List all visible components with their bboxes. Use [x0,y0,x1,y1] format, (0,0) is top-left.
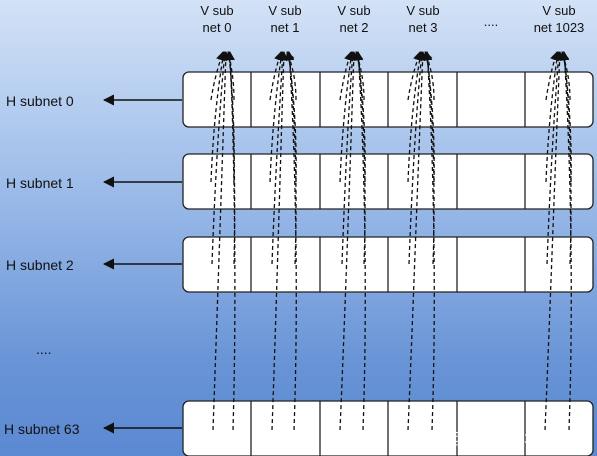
v-subnet-3-line1: V sub [406,3,439,18]
h-subnet-1-label: H subnet 1 [6,175,74,191]
row-box-63 [182,400,594,456]
dashed-arrow-col1-row2 [271,51,288,265]
dashed-arrow-col1023-row2 [546,51,563,265]
h-subnet-ellipsis: .... [36,341,52,357]
v-subnet-headers: V sub net 0 V sub net 1 V sub net 2 V su… [200,3,584,35]
h-subnet-2-label: H subnet 2 [6,257,74,273]
dashed-arrow-col0-d [225,51,236,431]
dashed-arrow-col1-d [285,51,297,431]
dashed-arrow-col3-row1 [407,51,425,183]
dashed-arrow-col1023-row63 [544,51,565,431]
h-subnet-0-label: H subnet 0 [6,93,74,109]
v-subnet-1-line1: V sub [268,3,301,18]
dashed-arrow-col1023-row1 [545,51,562,183]
dashed-arrow-col3-row63 [407,51,428,431]
dashed-arrow-col0-row1 [210,51,228,183]
v-subnet-2-line2: net 2 [340,20,369,35]
v-subnet-3-line2: net 3 [409,20,438,35]
h-subnet-labels: H subnet 0 H subnet 1 H subnet 2 .... H … [4,93,80,437]
row-box-2 [182,236,594,293]
dashed-arrow-col3-row2 [408,51,426,265]
dashed-arrow-col2-row2 [341,51,357,265]
v-subnet-ellipsis: .... [484,14,498,29]
dashed-arrow-col0-row2 [211,51,229,265]
v-subnet-1023-line2: net 1023 [534,20,585,35]
row-box-1 [182,153,594,210]
row-boxes [182,71,594,456]
dashed-arrow-col2-row1 [339,51,356,183]
v-subnet-0-line1: V sub [200,3,233,18]
dashed-arrow-col1-row63 [271,51,289,431]
v-subnet-0-line2: net 0 [203,20,232,35]
dashed-arrow-col3-d [423,51,435,431]
v-subnet-1-line2: net 1 [271,20,300,35]
v-subnet-2-line1: V sub [337,3,370,18]
watermark-text: CSDN @区块链技术研究员 [401,429,584,447]
row-arrows [102,94,182,434]
dashed-arrow-col1-row1 [269,51,286,183]
column-dashed-arrows [210,51,572,431]
dashed-arrow-col2-d [354,51,366,431]
dashed-arrow-col0-row63 [212,51,231,431]
v-subnet-1023-line1: V sub [542,3,575,18]
dashed-arrow-col1023-d [560,51,572,431]
row-box-0 [182,71,594,128]
h-subnet-63-label: H subnet 63 [4,421,80,437]
dashed-arrow-col2-row63 [339,51,359,431]
